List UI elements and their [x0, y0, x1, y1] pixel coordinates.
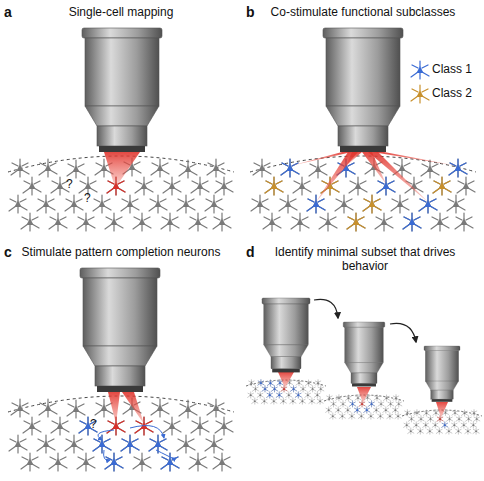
laser-beams — [108, 392, 144, 424]
panel-letter: b — [246, 4, 266, 20]
panel-letter: d — [246, 244, 266, 260]
panel-letter: a — [4, 4, 24, 20]
question-mark: ? — [90, 418, 102, 432]
panel-b-art — [250, 28, 476, 231]
legend-sample — [411, 61, 429, 79]
question-mark: ? — [66, 178, 78, 192]
panel-title: Single-cell mapping — [21, 6, 221, 20]
legend-sample — [411, 85, 429, 103]
tissue-b — [251, 158, 475, 231]
tissue-c — [9, 398, 233, 471]
question-mark: ? — [84, 192, 96, 206]
laser-beam — [104, 152, 140, 184]
laser-beams — [290, 152, 458, 202]
objective-b — [323, 28, 403, 152]
panel-a-art — [8, 28, 234, 231]
panel-d-art — [246, 298, 482, 434]
sequence-arrow — [314, 299, 338, 318]
legend-text: Class 1 — [432, 63, 484, 77]
legend-text: Class 2 — [432, 87, 484, 101]
panel-title: Stimulate pattern completion neurons — [3, 246, 239, 260]
panel-c-art — [8, 268, 234, 471]
sequence-arrow — [390, 323, 416, 342]
objective-c — [80, 268, 160, 392]
objective-a — [82, 28, 162, 152]
panel-title: Identify minimal subset that drives beha… — [257, 246, 473, 274]
panel-letter: c — [4, 244, 24, 260]
panel-title: Co-stimulate functional subclasses — [248, 6, 478, 20]
